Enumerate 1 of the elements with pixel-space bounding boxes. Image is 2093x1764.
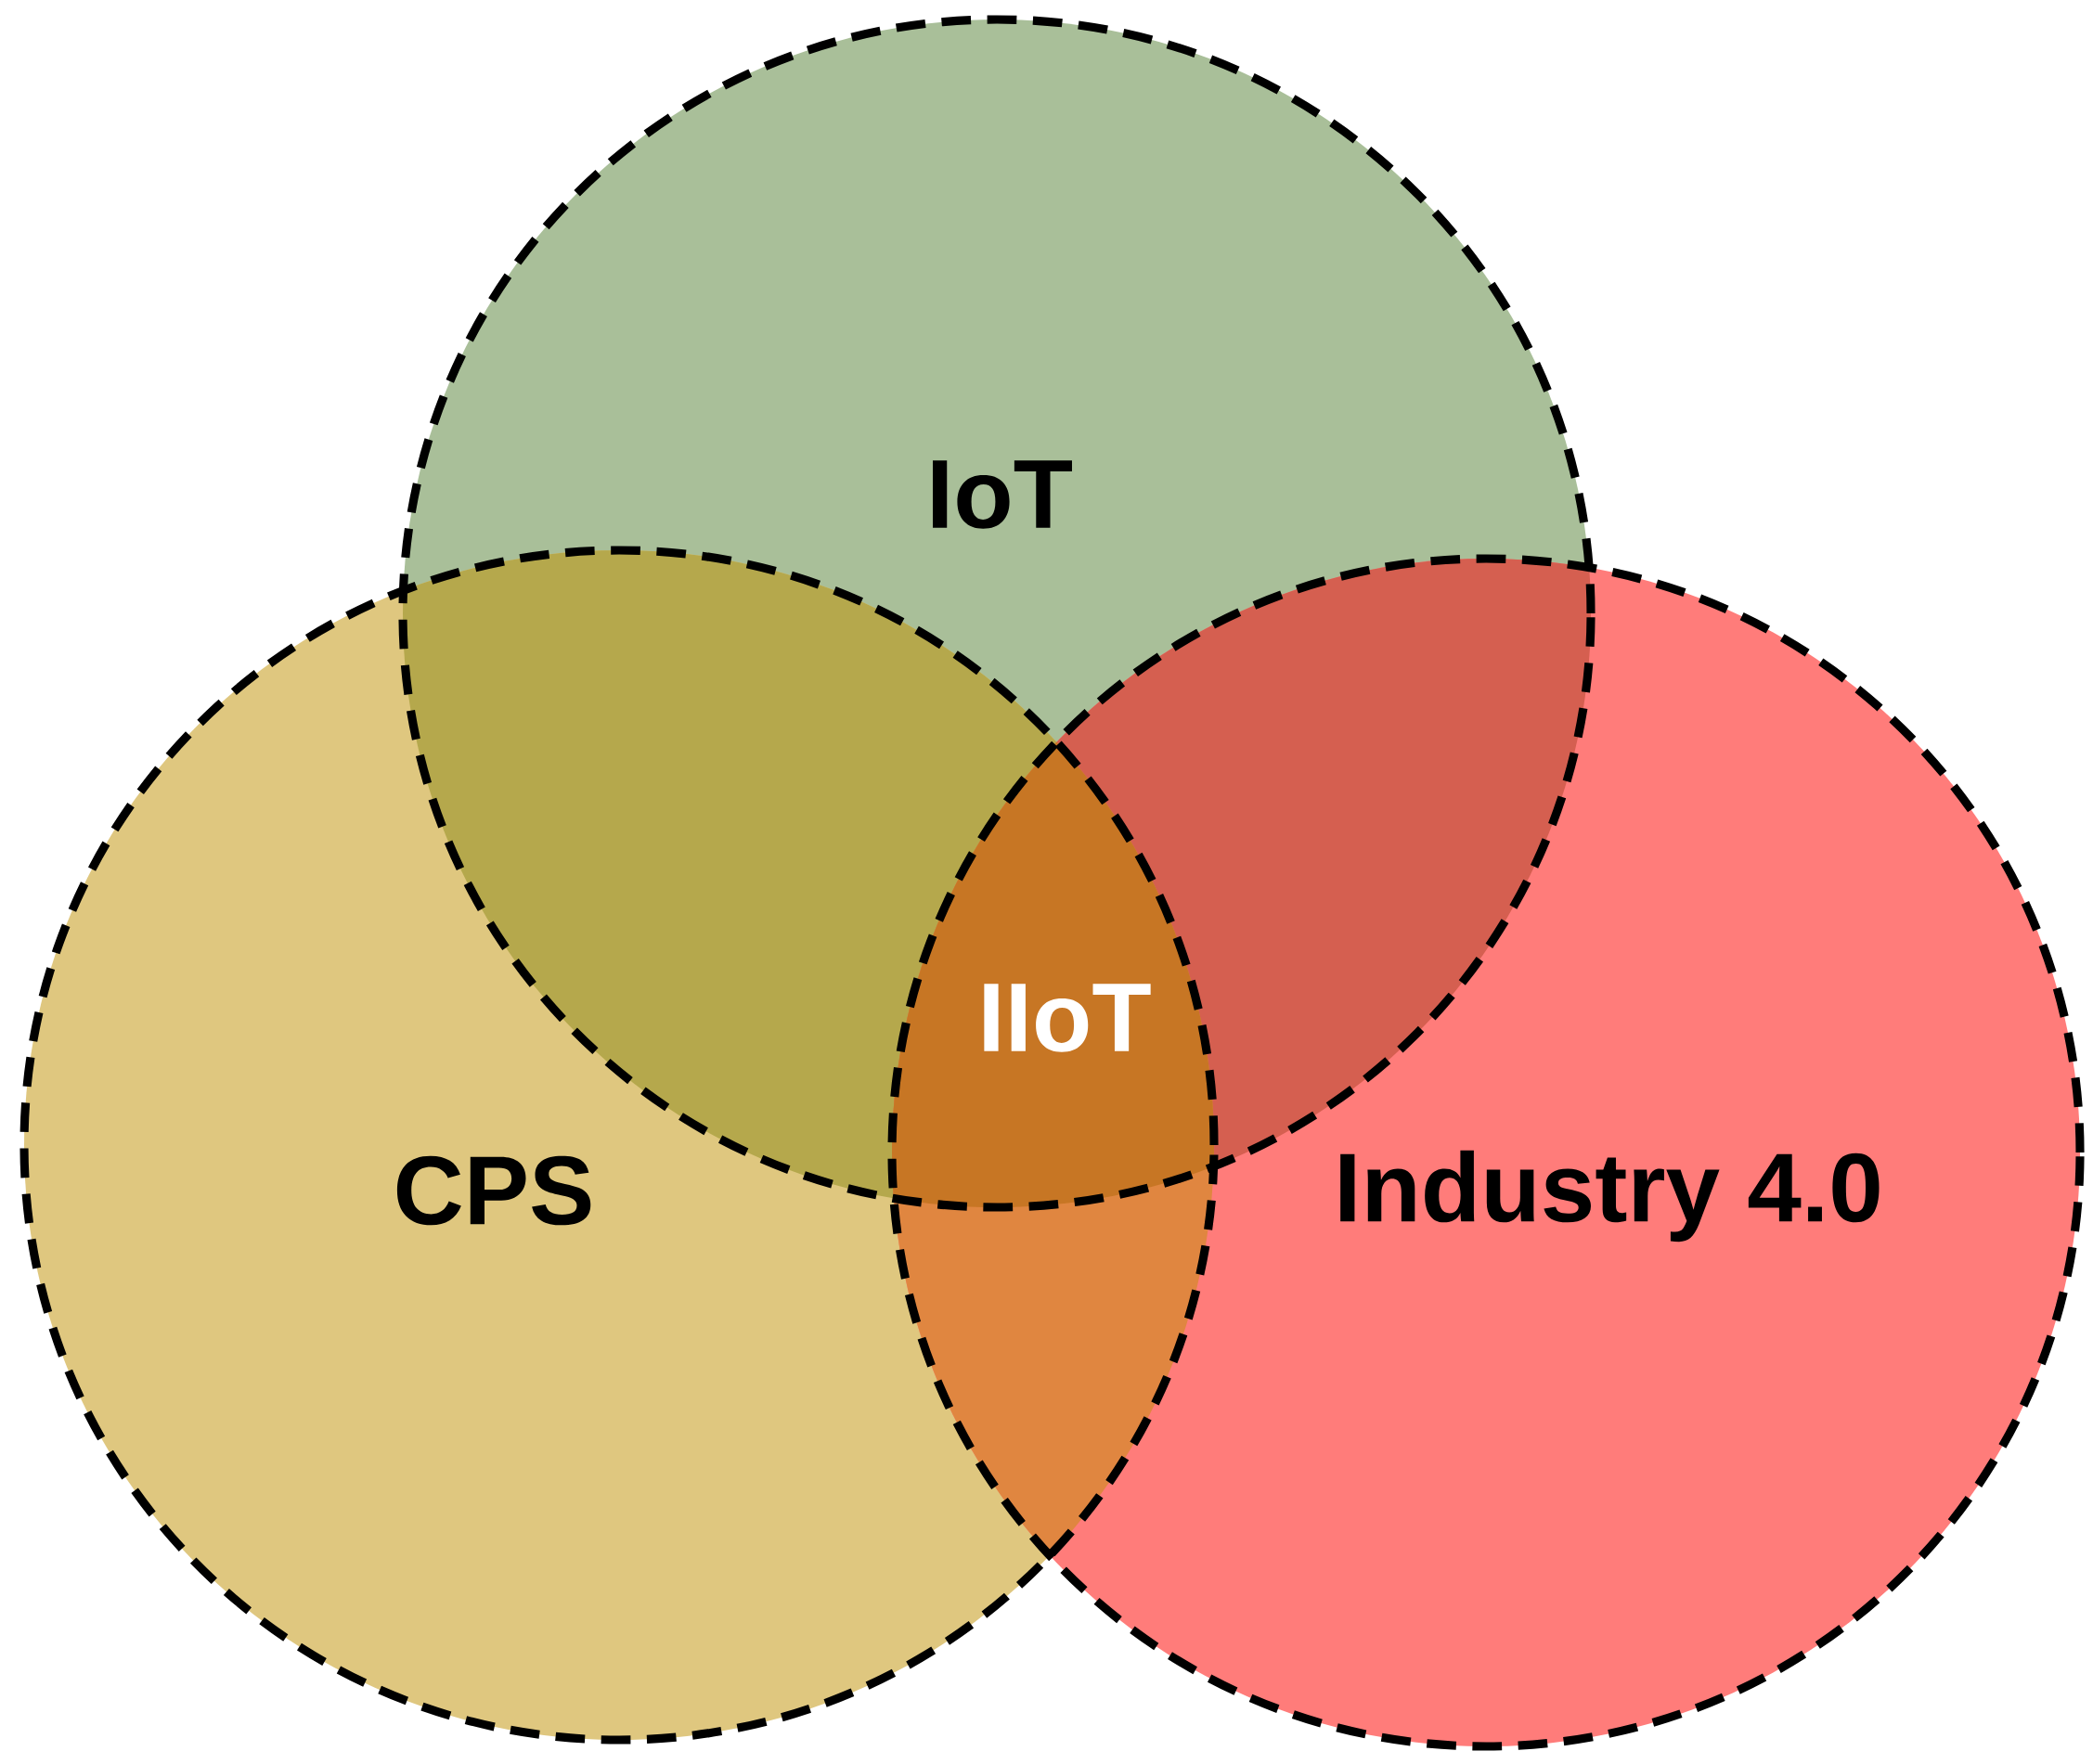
overlap-label: IIoT (984, 984, 1151, 1052)
